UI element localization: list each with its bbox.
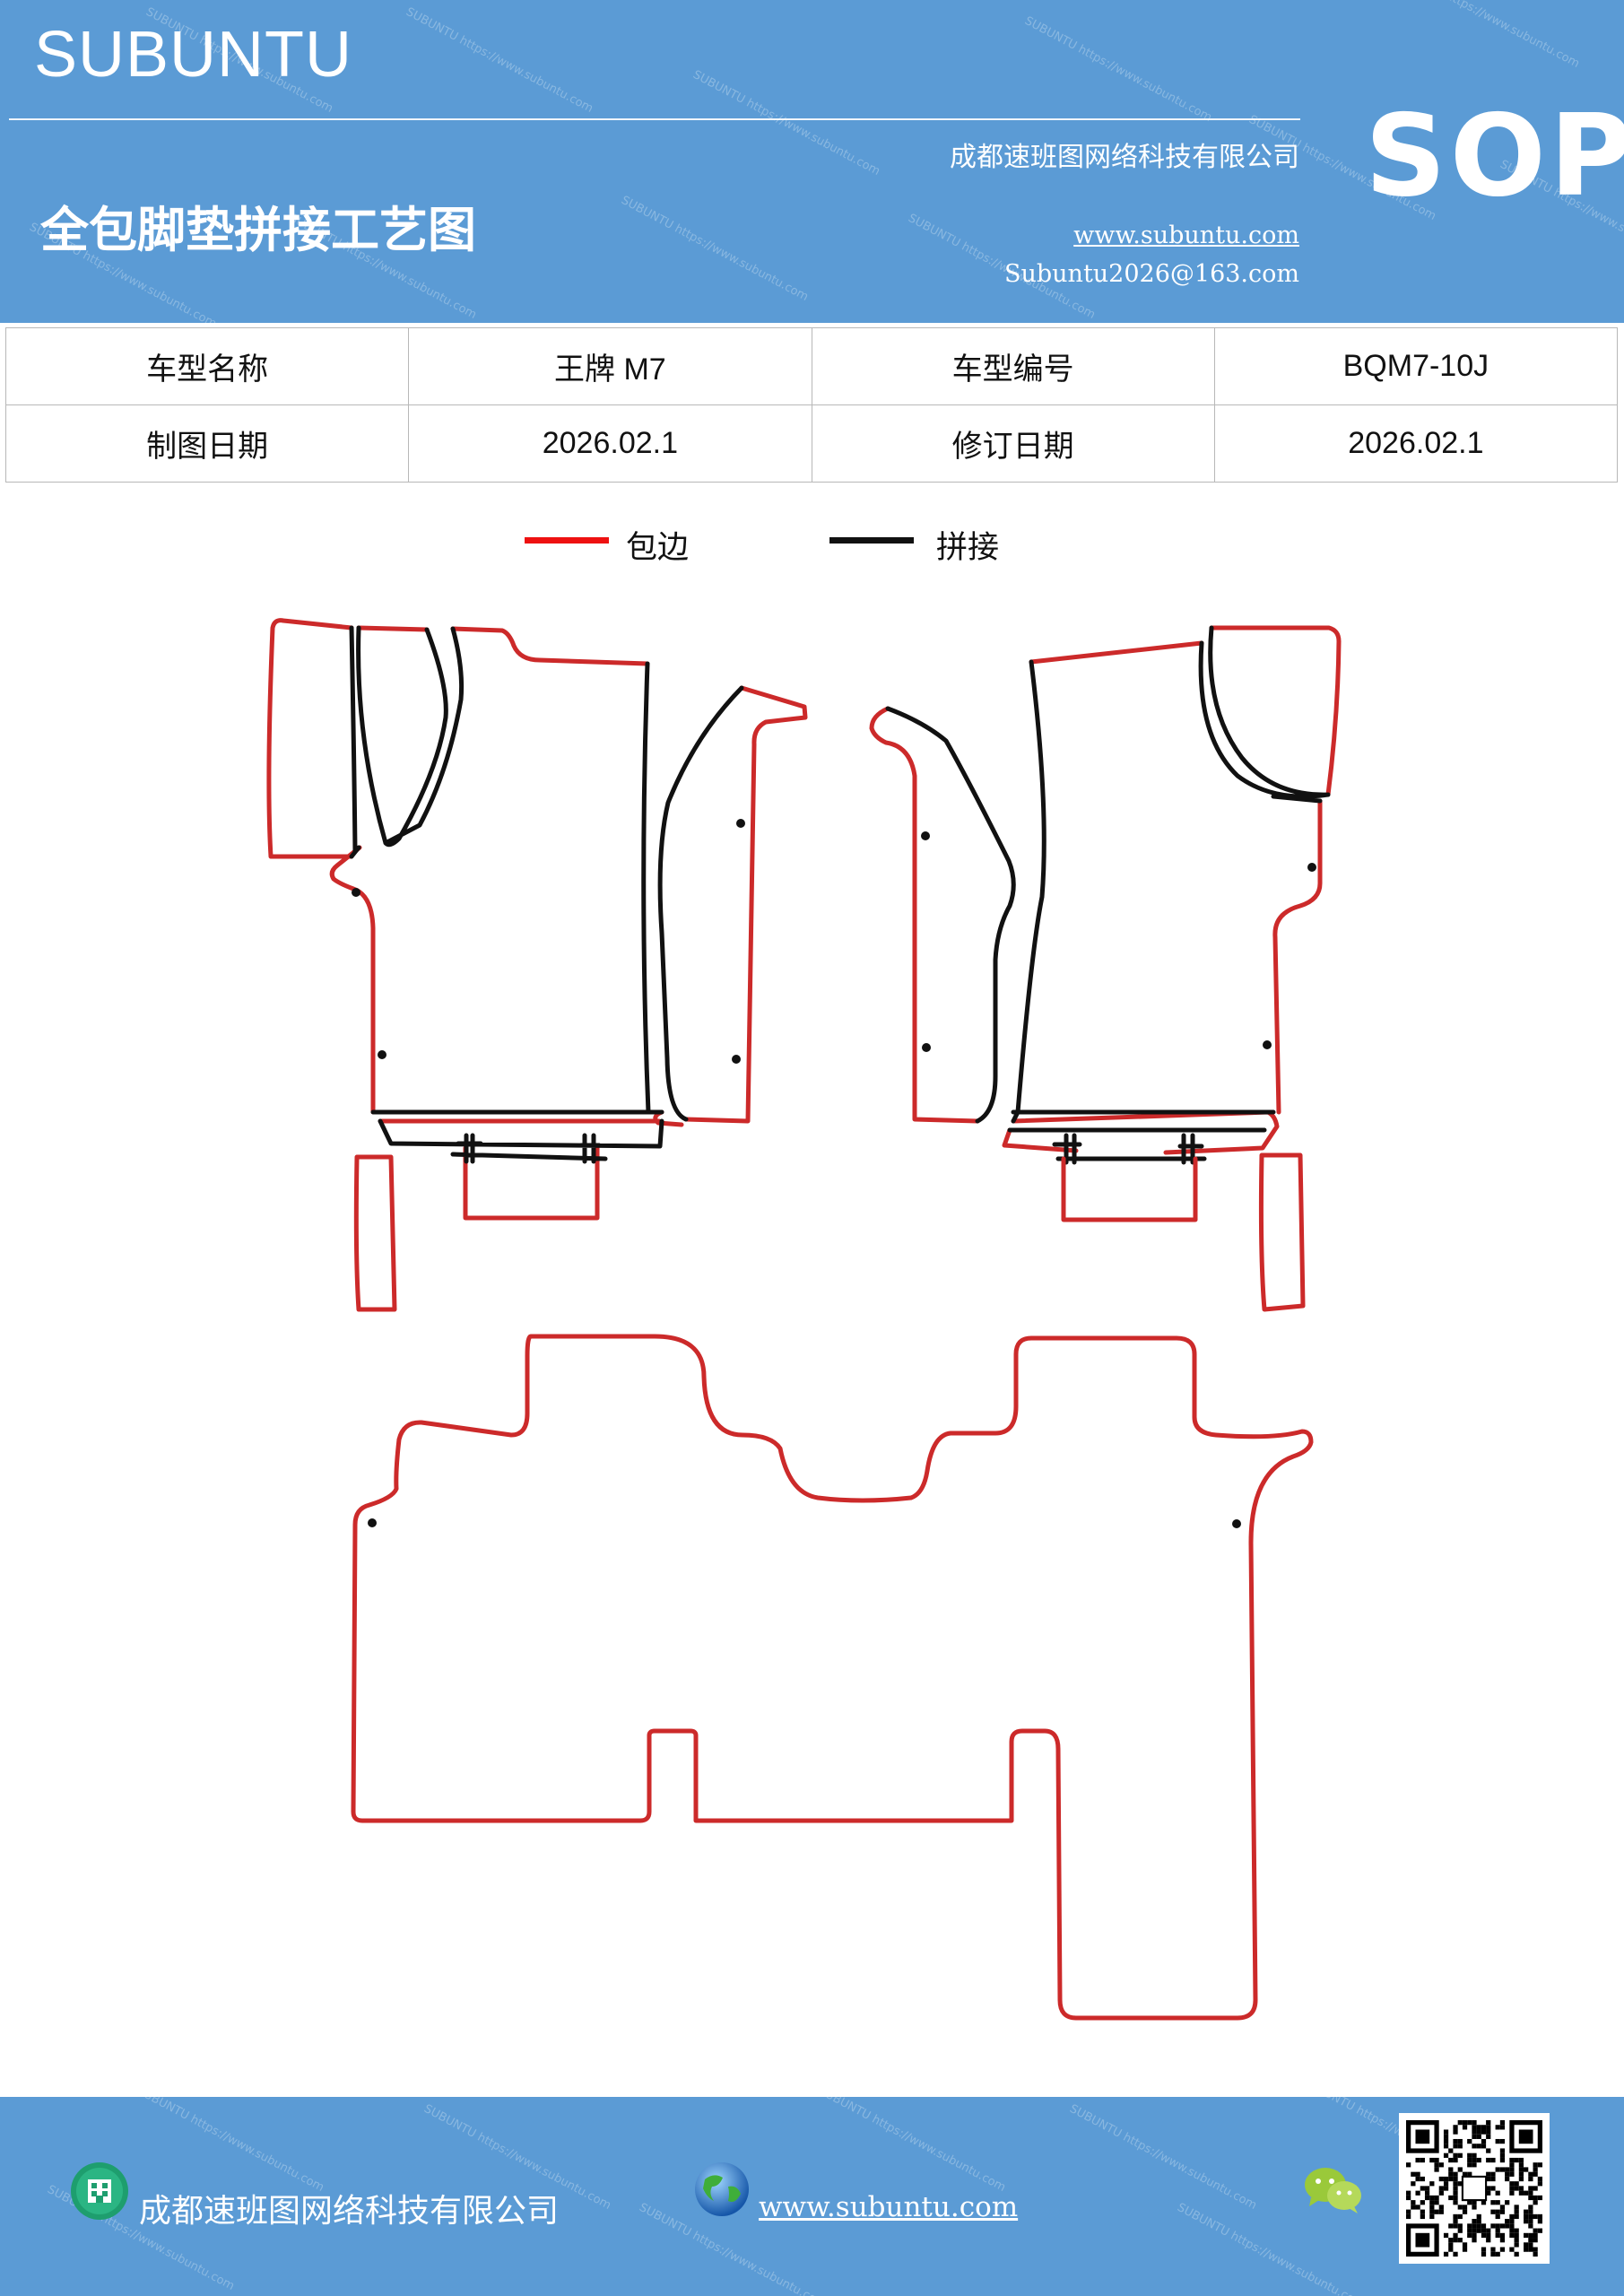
brand-logo-text: SUBUNTU [34, 19, 353, 91]
wechat-icon[interactable] [1302, 2163, 1365, 2217]
legend-label-seam: 拼接 [936, 530, 1000, 566]
footer-website-link[interactable]: www.subuntu.com [759, 2191, 1019, 2223]
value-revision-date: 2026.02.1 [1213, 404, 1619, 483]
header-email: Subuntu2026@163.com [1004, 260, 1299, 288]
right-front-heel-pad [1061, 1152, 1306, 1312]
label-vehicle-name: 车型名称 [4, 327, 410, 405]
sop-badge: SOP [1365, 90, 1624, 222]
legend-label-edging: 包边 [626, 530, 690, 566]
left-front-heel-pad [353, 1154, 397, 1312]
header-company-name: 成都速班图网络科技有限公司 [950, 142, 1299, 173]
building-icon [71, 2162, 128, 2220]
label-vehicle-code: 车型编号 [811, 327, 1215, 405]
fastener-dot [921, 831, 930, 840]
header-website-link[interactable]: www.subuntu.com [1073, 222, 1299, 249]
footer-banner: SUBUNTU https://www.subuntu.com SUBUNTU … [0, 2097, 1624, 2296]
vehicle-info-table: 车型名称 王牌 M7 车型编号 BQM7-10J 制图日期 2026.02.1 … [4, 327, 1619, 483]
left-front-seams [349, 625, 744, 1164]
value-vehicle-name: 王牌 M7 [408, 327, 812, 405]
rear-mat [351, 1334, 1314, 2021]
header-divider [9, 118, 1300, 120]
fastener-dot [736, 819, 745, 828]
fastener-dot [732, 1055, 741, 1064]
fastener-dot [378, 1050, 386, 1059]
table-row: 制图日期 2026.02.1 修订日期 2026.02.1 [4, 404, 1619, 483]
fastener-dot [1263, 1040, 1272, 1049]
fastener-dot [922, 1043, 931, 1052]
footer-company-name: 成都速班图网络科技有限公司 [139, 2193, 560, 2230]
fastener-dot [352, 888, 360, 897]
qr-code-icon [1406, 2120, 1542, 2257]
left-front-mat [266, 618, 808, 1312]
label-revision-date: 修订日期 [811, 404, 1215, 483]
right-front-seams [885, 625, 1331, 1165]
fastener-dot [1307, 863, 1316, 872]
fastener-dot [1232, 1519, 1241, 1528]
fastener-dot [368, 1518, 377, 1527]
right-front-mat [869, 625, 1342, 1312]
globe-icon [695, 2162, 749, 2216]
left-front-outer-edge [266, 618, 808, 1221]
header-banner: SUBUNTU https://www.subuntu.com SUBUNTU … [0, 0, 1624, 323]
value-draw-date: 2026.02.1 [408, 404, 812, 483]
right-front-outer-edge [869, 625, 1342, 1155]
qr-code-frame [1399, 2113, 1550, 2264]
rear-mat-outer-edge [351, 1334, 1314, 2021]
legend-swatch-edging [525, 537, 609, 544]
value-vehicle-code: BQM7-10J [1213, 327, 1619, 405]
document-title: 全包脚垫拼接工艺图 [40, 201, 476, 258]
table-row: 车型名称 王牌 M7 车型编号 BQM7-10J [4, 327, 1619, 405]
legend-swatch-seam [829, 537, 914, 544]
label-draw-date: 制图日期 [4, 404, 410, 483]
legend: 包边 拼接 [0, 522, 1624, 576]
